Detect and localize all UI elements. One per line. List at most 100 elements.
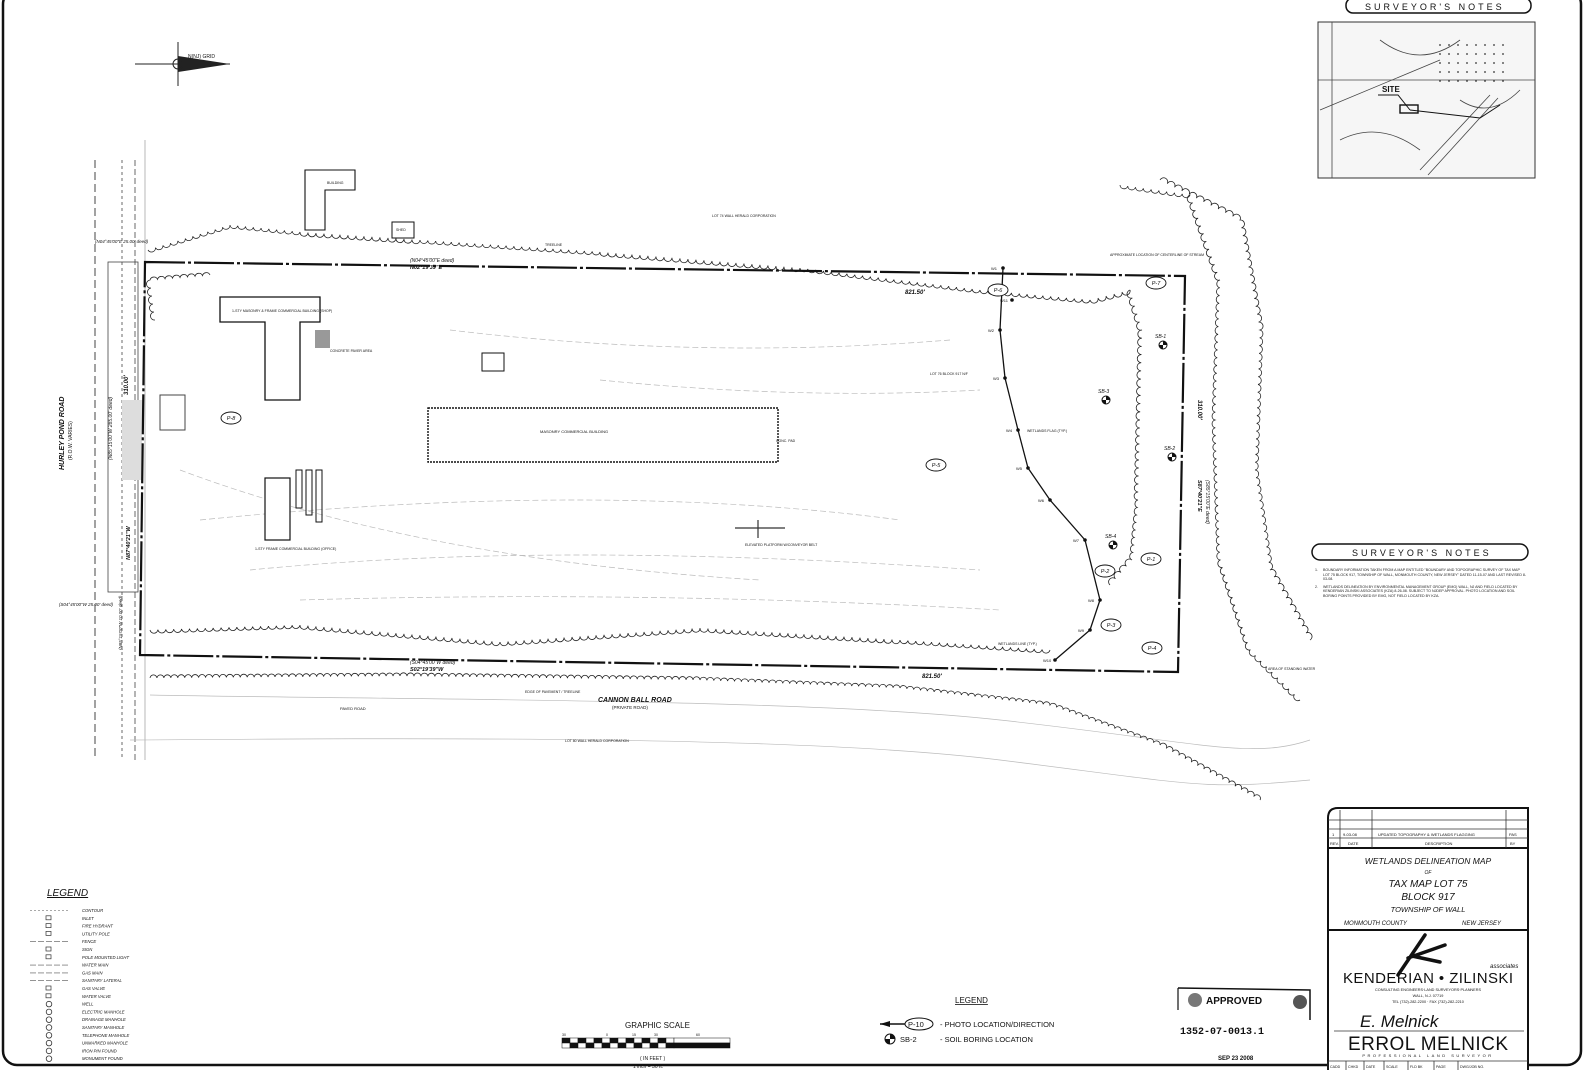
north-bearing: N02°19'39"E <box>410 265 442 271</box>
soil-boring-sb-4: SB-4 <box>1105 534 1118 550</box>
legend-item: MONUMENT FOUND <box>45 1055 123 1062</box>
wetland-flag-label: W2 <box>988 328 995 333</box>
approval-stamp: APPROVED 1352-07-0013.1 SEP 23 2008 <box>1177 987 1311 1062</box>
wetland-flag-icon <box>1001 266 1005 270</box>
wetland-flag-label: W6 <box>1038 498 1045 503</box>
map-lot: TAX MAP LOT 75 <box>1389 879 1468 890</box>
notes-top-title: SURVEYOR'S NOTES <box>1365 2 1505 12</box>
contour-line <box>179 469 761 581</box>
treeline <box>1159 177 1313 641</box>
svg-text:SANITARY LATERAL: SANITARY LATERAL <box>82 978 123 983</box>
scale-tick: 60 <box>696 1033 700 1037</box>
platform-label: ELEVATED PLATFORM W/CONVEYOR BELT <box>745 543 818 547</box>
site-label: SITE <box>1382 85 1400 94</box>
rev-header: REV. <box>1330 841 1339 846</box>
property-boundary <box>138 260 1187 674</box>
svg-text:GAS MAIN: GAS MAIN <box>82 970 103 975</box>
svg-text:P-7: P-7 <box>1152 281 1162 287</box>
map-state: NEW JERSEY <box>1462 921 1502 927</box>
photo-point-p-4: P-4 <box>1141 641 1163 655</box>
legend-item: WATER MAIN <box>30 963 109 968</box>
legend-center: LEGEND P-10 - PHOTO LOCATION/DIRECTION S… <box>880 996 1054 1045</box>
north-distance: 821.50' <box>905 290 925 296</box>
rev-number: 1 <box>1332 832 1335 837</box>
soil-boring-icon <box>884 1033 896 1045</box>
wetland-flag-label: W8 <box>1088 598 1095 603</box>
firm-phone: TEL (732)-282-2200 · FAX (732)-282-2210 <box>1392 1000 1464 1004</box>
south-bearing: S02°19'39"W <box>410 667 444 673</box>
svg-text:SB-1: SB-1 <box>1155 334 1166 340</box>
office-building <box>264 477 291 541</box>
firm-desc: CONSULTING ENGINEERS·LAND SURVEYORS·PLAN… <box>1375 988 1481 992</box>
west-distance: 310.00' <box>124 375 130 395</box>
legend-item: DRAINAGE MANHOLE <box>45 1016 126 1023</box>
footer-cell: CADD <box>1330 1065 1341 1069</box>
svg-text:TELEPHONE MANHOLE: TELEPHONE MANHOLE <box>82 1033 129 1038</box>
cannon-ball-road-sub: (PRIVATE ROAD) <box>612 705 648 710</box>
surveyor-name: ERROL MELNICK <box>1348 1034 1508 1055</box>
approved-word: APPROVED <box>1206 996 1262 1007</box>
hurley-pond-road-sub: (R.O.W. VARIES) <box>68 421 74 460</box>
location-map: SITE <box>1317 21 1536 179</box>
shed <box>391 221 415 239</box>
legend-item: WELL <box>45 1000 94 1008</box>
scale-tick: 30 <box>654 1033 658 1037</box>
surveyor-signature: E. Melnick <box>1360 1012 1440 1031</box>
legend-item: TELEPHONE MANHOLE <box>45 1032 129 1039</box>
lot-east-label: LOT 76 BLOCK 917 N/F <box>930 372 968 376</box>
svg-text:GAS VALVE: GAS VALVE <box>82 986 105 991</box>
map-block: BLOCK 917 <box>1401 892 1455 903</box>
map-township: TOWNSHIP OF WALL <box>1391 905 1466 914</box>
treeline <box>147 224 1131 304</box>
treelines <box>146 177 1313 801</box>
wetlands-line <box>999 267 1101 661</box>
edge-pavement-label: EDGE OF PAVEMENT / TREELINE <box>525 690 581 694</box>
legend-item: ELECTRIC MANHOLE <box>45 1008 125 1016</box>
north-arrow-label: N(NJ) GRID <box>188 54 215 60</box>
wetlands-flag-label: WETLANDS FLAG (TYP.) <box>1027 429 1067 433</box>
legend-item: FIRE HYDRANT <box>45 923 113 929</box>
cannon-ball-road-label: CANNON BALL ROAD <box>598 697 672 704</box>
wetland-flag-label: W1 <box>991 266 998 271</box>
wetland-flag-label: W5 <box>1016 466 1023 471</box>
wetland-flag-icon <box>1026 466 1030 470</box>
date-header: DATE <box>1348 841 1359 846</box>
scale-ratio: 1 inch = 30 ft. <box>633 1064 663 1070</box>
shed-label: SHED <box>396 228 406 232</box>
pad-label: CONC. PAD <box>776 439 796 443</box>
svg-text:FENCE: FENCE <box>82 939 96 944</box>
by-header: BY <box>1510 841 1516 846</box>
west-deed: (N85°15'00"W 285.00' deed) <box>108 396 114 460</box>
hurley-pond-road: HURLEY POND ROAD (R.O.W. VARIES) <box>59 140 146 760</box>
svg-text:POLE MOUNTED LIGHT: POLE MOUNTED LIGHT <box>82 955 129 960</box>
photo-point-p-3: P-3 <box>1100 618 1122 632</box>
photo-point-p-6: P-6 <box>987 283 1009 297</box>
surveyors-notes: SURVEYOR'S NOTES <box>1311 543 1529 561</box>
wetland-flag-icon <box>998 328 1002 332</box>
wetland-flag-icon <box>1098 598 1102 602</box>
map-title: WETLANDS DELINEATION MAP <box>1365 856 1492 866</box>
wetland-flag-icon <box>1053 658 1057 662</box>
svg-text:P-2: P-2 <box>1101 569 1110 575</box>
scale-title: GRAPHIC SCALE <box>625 1021 690 1030</box>
wetland-flag-icon <box>1010 298 1014 302</box>
footer-cell: CHKD <box>1348 1065 1359 1069</box>
svg-text:MONUMENT FOUND: MONUMENT FOUND <box>82 1056 123 1061</box>
legend-item: UNMARKED MANHOLE <box>45 1039 128 1047</box>
east-distance: 310.00' <box>1196 400 1202 420</box>
footer-cell: PAGE <box>1436 1065 1446 1069</box>
wetland-flag-label: W10 <box>1043 658 1052 663</box>
corner-sw-deed: (S04°45'00"W 25.00' deed) <box>59 602 114 607</box>
north-building <box>304 169 356 231</box>
contour-line <box>599 379 981 394</box>
legend-item: INLET <box>45 915 94 921</box>
soil-boring-sb-1: SB-1 <box>1155 334 1168 350</box>
standing-water-label: AREA OF STANDING WATER <box>1268 667 1316 671</box>
cannon-ball-road: CANNON BALL ROAD (PRIVATE ROAD) PAVED RO… <box>129 690 1311 786</box>
legend-item: WATER VALVE <box>45 993 111 999</box>
note-2: 2.WETLANDS DELINEATION BY ENVIRONMENTAL … <box>1315 584 1518 598</box>
wetland-flag-icon <box>1016 428 1020 432</box>
svg-text:P-5: P-5 <box>932 463 942 469</box>
